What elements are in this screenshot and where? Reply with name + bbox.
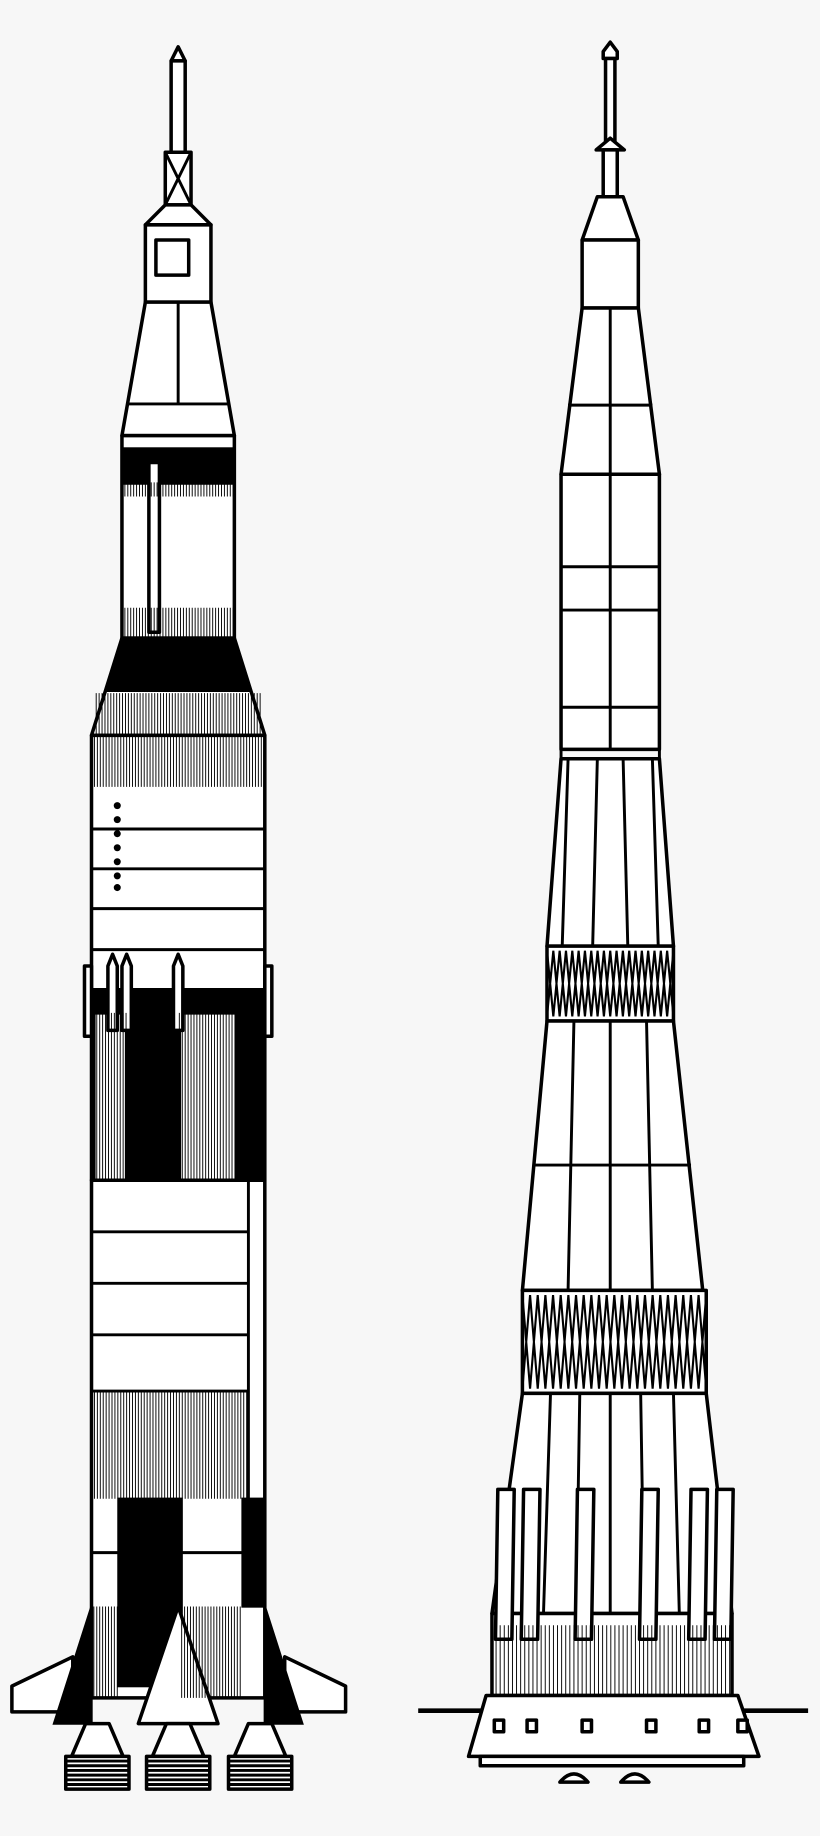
n1-engine-port	[697, 1718, 711, 1734]
escape-tower-tip	[169, 45, 187, 63]
n1-engine-port	[736, 1718, 749, 1734]
n1-engine-port	[525, 1718, 539, 1734]
hatching	[93, 1012, 127, 1181]
hatching	[181, 1606, 241, 1698]
hatching	[93, 1606, 118, 1698]
n1-fairing-strip	[493, 1487, 516, 1642]
n1-engine-port	[492, 1718, 506, 1734]
n1-fairing-strip	[712, 1487, 735, 1642]
n1-fairing-strip	[573, 1487, 596, 1642]
n1-fairing	[580, 194, 641, 242]
hatching	[121, 607, 234, 639]
n1-skirt	[466, 1693, 761, 1759]
n1-fairing-strip	[686, 1487, 710, 1642]
engine-nozzle	[232, 1721, 288, 1759]
lattice-truss	[521, 1294, 708, 1389]
n1-fairing-strip	[519, 1487, 542, 1642]
n1-fairing-strip	[637, 1487, 660, 1642]
n1-tip	[601, 40, 620, 61]
escape-tower	[169, 59, 187, 154]
engine-bell-lines	[146, 1759, 210, 1786]
hatching	[91, 735, 265, 787]
engine-bell-lines	[228, 1759, 292, 1786]
hatching	[95, 693, 261, 736]
n1-rocket	[418, 40, 809, 1784]
dots	[113, 802, 121, 892]
command-module	[143, 203, 213, 227]
lattice-truss	[545, 950, 675, 1017]
n1-engine-port	[644, 1718, 658, 1734]
n1-second-stage	[520, 1019, 705, 1293]
hatching	[491, 1625, 731, 1696]
engine-nozzle	[150, 1721, 206, 1759]
hatching	[91, 1391, 248, 1499]
engine-nozzle	[69, 1721, 125, 1759]
hatching	[178, 1012, 236, 1181]
n1-engine-port	[580, 1718, 594, 1734]
engine-bell-lines	[65, 1759, 129, 1786]
hatching	[121, 482, 234, 497]
saturn-v-rocket	[10, 45, 348, 1791]
